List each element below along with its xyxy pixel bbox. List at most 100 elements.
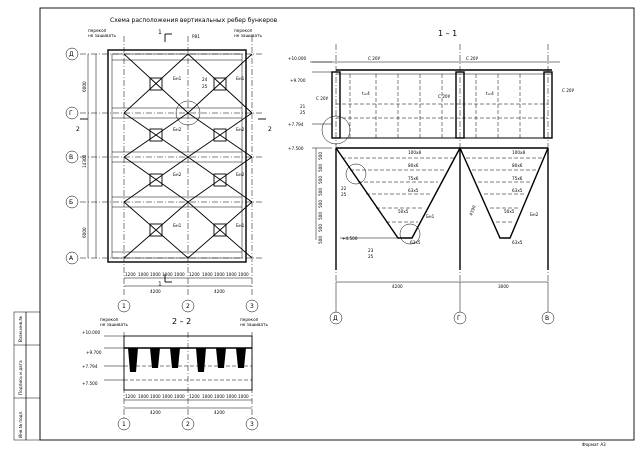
s11-level-3: +7.794: [288, 122, 304, 127]
plan-dim-total-2: 4200: [214, 289, 225, 294]
plan-dim-b-4: 1000: [162, 272, 173, 277]
s22-dim-1: 1200: [125, 394, 136, 399]
s11-ldim-3: 500: [318, 176, 323, 184]
s22-total-1: 4200: [150, 410, 161, 415]
note-2a: перекоп: [234, 28, 253, 33]
s11-node-1b: 25: [300, 110, 306, 115]
s11-channel-2: С 20У: [316, 96, 329, 101]
note-1b: не зашивать: [88, 33, 116, 38]
plan-dim-b-9: 1000: [226, 272, 237, 277]
s11-node-3a: 23: [368, 248, 374, 253]
s22-axis-2: 2: [186, 421, 190, 428]
s11-level-4: +7.500: [288, 146, 304, 151]
plan-title: Схема расположения вертикальных ребер бу…: [110, 17, 278, 24]
col-axis-2: 2: [186, 303, 190, 310]
plan-dim-b-6: 1200: [189, 272, 200, 277]
rib-label-5: Бн2: [173, 172, 182, 177]
row-axes: [65, 47, 79, 265]
sheet-frame: [39, 7, 635, 441]
plan-dim-b-2: 1000: [138, 272, 149, 277]
plan-dim-b-1: 1200: [125, 272, 136, 277]
s11-angle-1: 100х8: [408, 150, 421, 155]
node-ref-top: 24: [202, 77, 208, 82]
s11-node-1a: 21: [300, 104, 306, 109]
plan-dim-left-3: 6000: [82, 227, 87, 238]
s11-node-2a: 22: [341, 186, 347, 191]
s11-ldim-4: 500: [318, 188, 323, 196]
rib-label-1: Бн1: [173, 76, 182, 81]
note-2b: не зашивать: [234, 33, 262, 38]
p-label: Р81: [192, 34, 200, 39]
plan-dim-b-8: 1000: [214, 272, 225, 277]
s11-slope-dim: 4390: [468, 204, 476, 216]
cut-2-right: 2: [268, 126, 272, 133]
s11-angle-7: 100х8: [512, 150, 525, 155]
row-axis-B: Б: [69, 199, 73, 206]
s11-level-1: +10.000: [288, 56, 306, 61]
s22-dim-7: 1000: [202, 394, 213, 399]
s22-level-3: +7.794: [82, 364, 98, 369]
plan-dim-left-1: 6000: [82, 81, 87, 92]
stamp-sign: Подпись и дата: [18, 360, 23, 395]
plan-dim-b-10: 1000: [238, 272, 249, 277]
s11-span-1: 4200: [392, 284, 403, 289]
section-11-title: 1 – 1: [438, 29, 457, 38]
rib-label-8: Бн1: [236, 223, 245, 228]
rib-label-4: Бн2: [236, 127, 245, 132]
rib-label-2: Бн1: [236, 76, 245, 81]
s11-plate-1: t=4: [362, 91, 370, 96]
plan-dim-b-3: 1000: [150, 272, 161, 277]
row-axis-A: А: [69, 255, 74, 262]
s11-rib-2: Бн2: [530, 212, 539, 217]
s11-channel-1: С 20У: [368, 56, 381, 61]
rib-label-7: Бн1: [173, 223, 182, 228]
s11-plate-2: t=4: [486, 91, 494, 96]
s22-dim-9: 1000: [226, 394, 237, 399]
s22-dim-10: 1000: [238, 394, 249, 399]
s22-level-1: +10.000: [82, 330, 100, 335]
s11-angle-12: 63х5: [512, 240, 523, 245]
s22-level-4: +7.500: [82, 381, 98, 386]
s11-axis-G: Г: [457, 315, 461, 322]
stamp-replace: Взам.инв.№: [18, 316, 23, 342]
plan-dim-b-7: 1000: [202, 272, 213, 277]
s22-dim-4: 1000: [162, 394, 173, 399]
plan-dim-b-5: 1000: [174, 272, 185, 277]
s22-axis-1: 1: [122, 421, 126, 428]
node-ref-bot: 25: [202, 84, 208, 89]
rib-label-6: Бн2: [236, 172, 245, 177]
s11-angle-8: 80х6: [512, 163, 523, 168]
s22-dim-5: 1000: [174, 394, 185, 399]
col-axis-3: 3: [250, 303, 254, 310]
cut-2-left: 2: [76, 126, 80, 133]
s11-channel-4: С 20У: [438, 94, 451, 99]
plan-dim-left-2: 14300: [82, 154, 87, 168]
col-axis-1: 1: [122, 303, 126, 310]
row-axis-V: В: [69, 154, 73, 161]
s11-channel-3: С 20У: [466, 56, 479, 61]
s11-ldim-8: 500: [318, 236, 323, 244]
section-22-title: 2 – 2: [172, 317, 191, 326]
cut-1-bottom: 1: [158, 281, 162, 288]
s11-angle-3: 75х6: [408, 176, 419, 181]
s11-angle-6: 63х5: [410, 240, 421, 245]
s22-note-2a: перекоп: [240, 317, 259, 322]
s11-rib-1: Бн1: [426, 214, 435, 219]
s11-axis-D: Д: [333, 315, 338, 322]
s11-channel-5: С 20У: [562, 88, 575, 93]
s22-dim-2: 1000: [138, 394, 149, 399]
cut-1-top: 1: [158, 29, 162, 36]
s22-note-2b: не зашивать: [240, 322, 268, 327]
section22-drawing: [104, 332, 253, 418]
note-1a: перекоп: [88, 28, 107, 33]
s11-angle-4: 63х5: [408, 188, 419, 193]
s11-level-2: +9.700: [290, 78, 306, 83]
plan-bottom-dims: 1200 1000 1000 1000 1000 1200 1000 1000 …: [125, 272, 249, 294]
s22-dim-3: 1000: [150, 394, 161, 399]
s22-total-2: 4200: [214, 410, 225, 415]
section11-drawing: [310, 44, 560, 283]
rib-label-3: Бн2: [173, 127, 182, 132]
s11-angle-11: 50х5: [504, 209, 515, 214]
s11-ldim-2: 500: [318, 164, 323, 172]
